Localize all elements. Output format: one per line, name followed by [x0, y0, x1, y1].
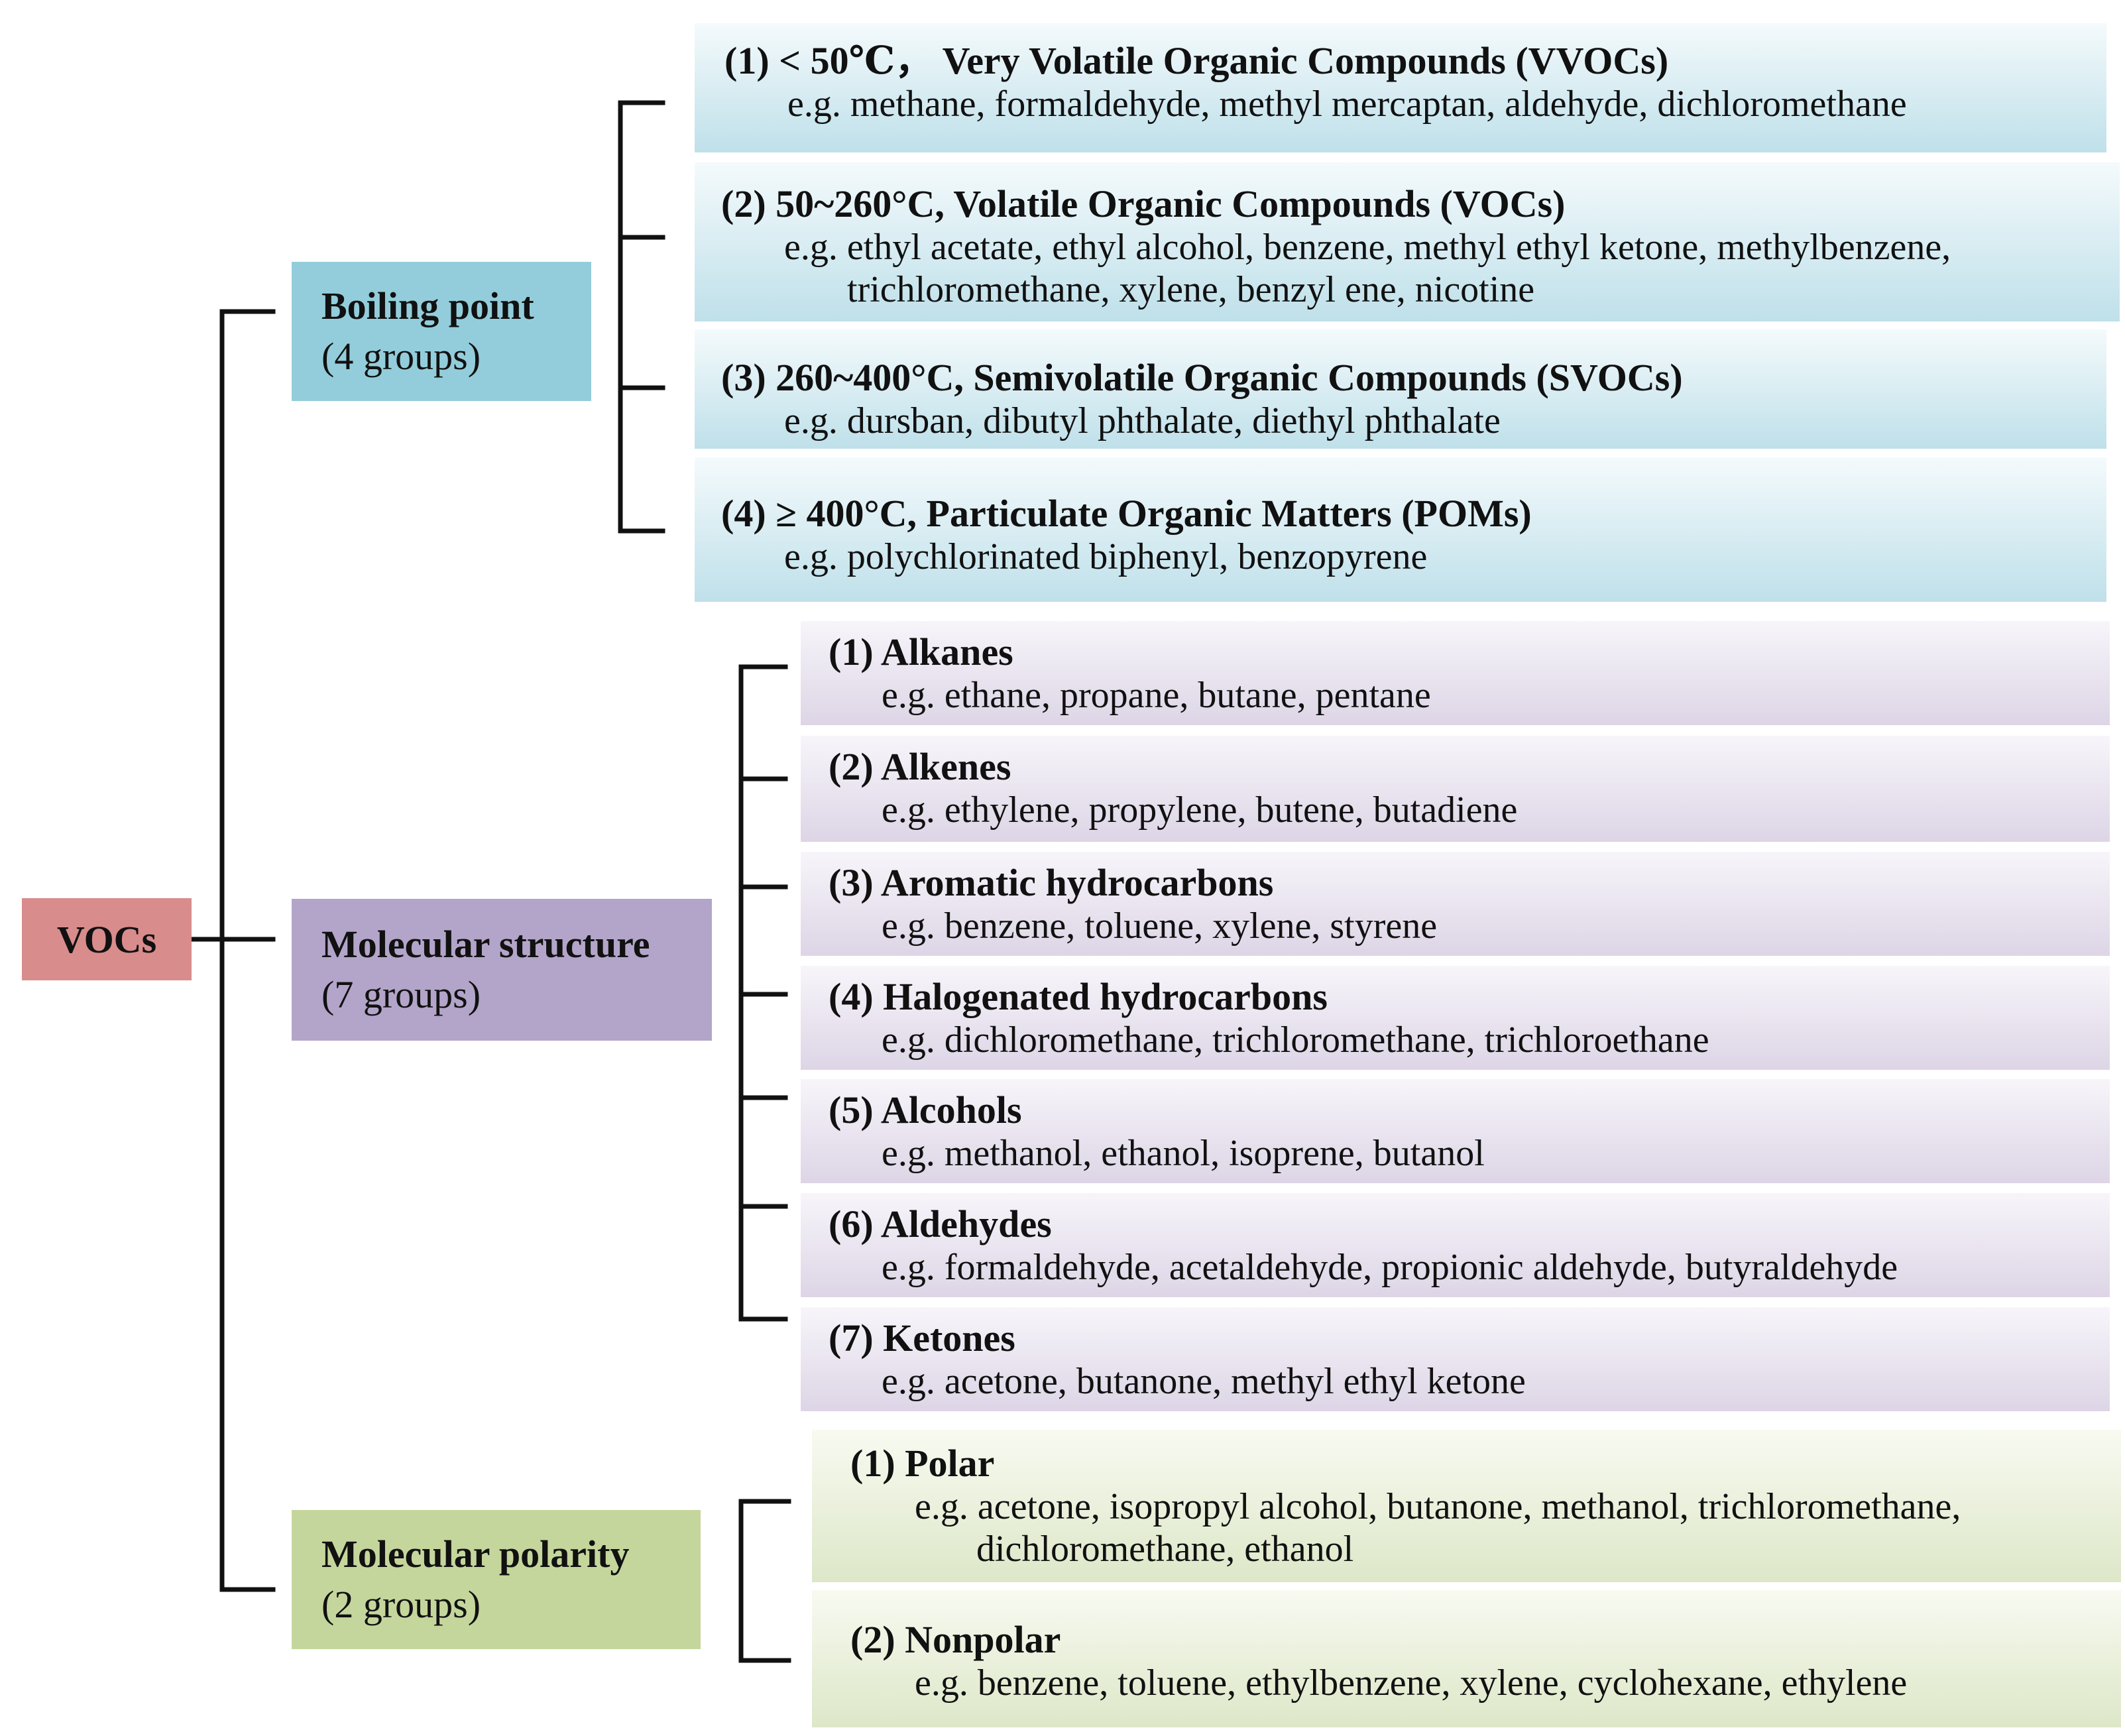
leaf-examples: e.g. benzene, toluene, xylene, styrene	[882, 905, 1438, 947]
leaf-vvocs: (1) < 50℃， Very Volatile Organic Compoun…	[695, 23, 2106, 152]
leaf-examples: e.g. acetone, butanone, methyl ethyl ket…	[882, 1361, 1526, 1402]
leaf-poms: (4) ≥ 400°C, Particulate Organic Matters…	[695, 457, 2106, 602]
category-title: Molecular structure	[321, 923, 650, 966]
leaf-examples: e.g. acetone, isopropyl alcohol, butanon…	[915, 1486, 1961, 1527]
leaf-examples: e.g. formaldehyde, acetaldehyde, propion…	[882, 1247, 1898, 1288]
leaf-heading: (6) Aldehydes	[829, 1202, 1052, 1245]
category-boiling-point: Boiling point (4 groups)	[292, 262, 591, 401]
leaf-heading: (2) Alkenes	[829, 745, 1011, 788]
leaf-heading: (4) ≥ 400°C, Particulate Organic Matters…	[721, 492, 1532, 535]
leaf-examples: e.g. dursban, dibutyl phthalate, diethyl…	[784, 400, 1501, 441]
leaf-halogenated-hydrocarbons: (4) Halogenated hydrocarbons e.g. dichlo…	[801, 966, 2110, 1070]
leaf-heading: (7) Ketones	[829, 1316, 1015, 1360]
leaf-heading: (1) < 50℃， Very Volatile Organic Compoun…	[724, 39, 1669, 82]
category-molecular-polarity: Molecular polarity (2 groups)	[292, 1510, 701, 1649]
leaf-alcohols: (5) Alcohols e.g. methanol, ethanol, iso…	[801, 1079, 2110, 1183]
root-node: VOCs	[22, 898, 192, 980]
leaf-aromatic-hydrocarbons: (3) Aromatic hydrocarbons e.g. benzene, …	[801, 852, 2110, 956]
leaf-examples: e.g. methane, formaldehyde, methyl merca…	[787, 84, 1907, 125]
category-subtitle: (4 groups)	[321, 335, 481, 378]
leaf-examples: e.g. dichloromethane, trichloromethane, …	[882, 1019, 1709, 1061]
leaf-alkanes: (1) Alkanes e.g. ethane, propane, butane…	[801, 621, 2110, 725]
leaf-examples: e.g. polychlorinated biphenyl, benzopyre…	[784, 536, 1428, 577]
leaf-heading: (3) Aromatic hydrocarbons	[829, 861, 1274, 904]
leaf-nonpolar: (2) Nonpolar e.g. benzene, toluene, ethy…	[812, 1590, 2121, 1727]
leaf-heading: (5) Alcohols	[829, 1088, 1022, 1131]
leaf-examples: e.g. benzene, toluene, ethylbenzene, xyl…	[915, 1662, 1908, 1704]
leaf-svocs: (3) 260~400°C, Semivolatile Organic Comp…	[695, 329, 2106, 449]
leaf-examples: e.g. ethyl acetate, ethyl alcohol, benze…	[784, 227, 1951, 268]
leaf-heading: (4) Halogenated hydrocarbons	[829, 975, 1328, 1018]
leaf-examples-continued: trichloromethane, xylene, benzyl ene, ni…	[847, 269, 1535, 310]
category-molecular-structure: Molecular structure (7 groups)	[292, 899, 712, 1041]
leaf-aldehydes: (6) Aldehydes e.g. formaldehyde, acetald…	[801, 1193, 2110, 1297]
leaf-vocs: (2) 50~260°C, Volatile Organic Compounds…	[695, 162, 2120, 321]
leaf-polar: (1) Polar e.g. acetone, isopropyl alcoho…	[812, 1430, 2121, 1582]
leaf-heading: (1) Alkanes	[829, 630, 1013, 673]
leaf-heading: (1) Polar	[850, 1442, 995, 1485]
leaf-examples: e.g. methanol, ethanol, isoprene, butano…	[882, 1133, 1485, 1174]
category-subtitle: (7 groups)	[321, 973, 481, 1016]
leaf-examples: e.g. ethylene, propylene, butene, butadi…	[882, 789, 1518, 831]
leaf-heading: (2) 50~260°C, Volatile Organic Compounds…	[721, 182, 1566, 225]
leaf-ketones: (7) Ketones e.g. acetone, butanone, meth…	[801, 1307, 2110, 1411]
category-subtitle: (2 groups)	[321, 1583, 481, 1626]
leaf-examples: e.g. ethane, propane, butane, pentane	[882, 675, 1431, 716]
leaf-heading: (2) Nonpolar	[850, 1618, 1061, 1661]
category-title: Molecular polarity	[321, 1533, 630, 1576]
category-title: Boiling point	[321, 284, 534, 327]
leaf-heading: (3) 260~400°C, Semivolatile Organic Comp…	[721, 356, 1683, 399]
leaf-examples-continued: dichloromethane, ethanol	[976, 1529, 1354, 1570]
leaf-alkenes: (2) Alkenes e.g. ethylene, propylene, bu…	[801, 736, 2110, 842]
